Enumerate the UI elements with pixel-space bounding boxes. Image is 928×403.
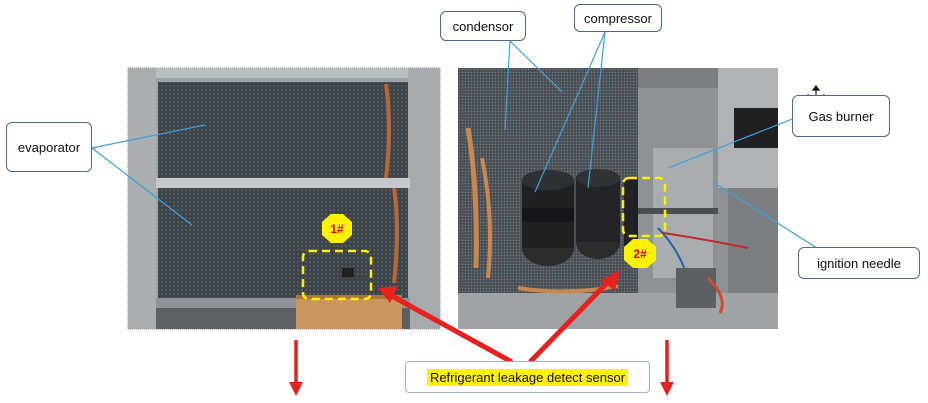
down-arrow-left [289, 340, 303, 396]
gas-burner-label: Gas burner [808, 108, 874, 124]
gas-burner-callout: Gas burner [792, 95, 890, 137]
compressor-illustration [458, 68, 778, 329]
compressor-label: compressor [584, 10, 652, 26]
condensor-label: condensor [452, 18, 514, 34]
compressor-callout: compressor [574, 4, 662, 32]
ignition-needle-callout: ignition needle [798, 247, 920, 279]
evaporator-label: evaporator [17, 139, 81, 155]
evaporator-callout: evaporator [6, 122, 92, 172]
compressor-photo [458, 68, 778, 329]
marker-1-label: 1# [330, 222, 344, 236]
ignition-needle-label: ignition needle [817, 255, 901, 271]
marker-2-label: 2# [633, 247, 647, 261]
sensor-callout: Refrigerant leakage detect sensor [405, 361, 650, 393]
condensor-callout: condensor [440, 11, 526, 41]
evaporator-photo [127, 67, 441, 330]
down-arrow-right [660, 340, 674, 396]
sensor-label: Refrigerant leakage detect sensor [426, 368, 629, 386]
evaporator-illustration [128, 68, 440, 329]
